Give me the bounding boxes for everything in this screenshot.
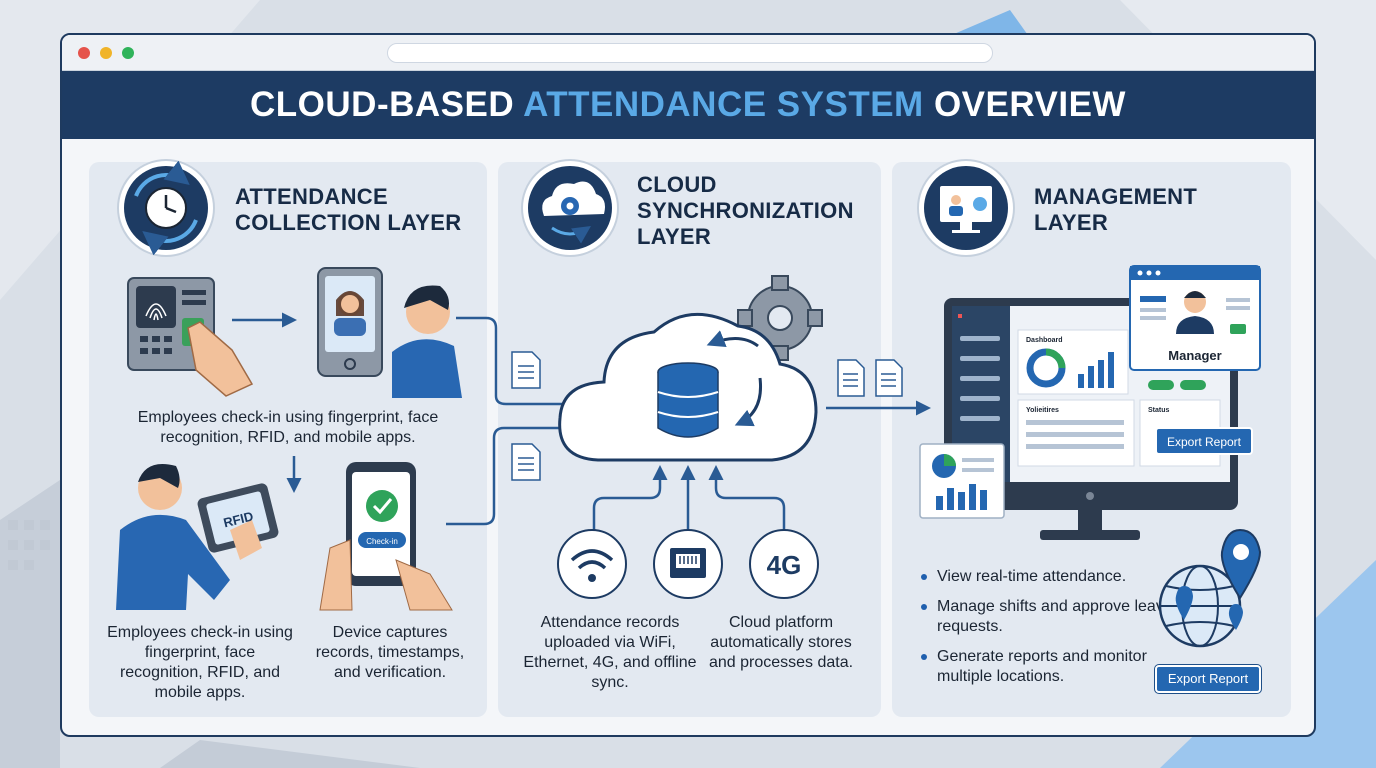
collection-title-line-2: COLLECTION LAYER: [235, 210, 462, 235]
bullet-item-3: Generate reports and monitor multiple lo…: [919, 647, 1179, 687]
collection-caption-right: Device captures records, timestamps, and…: [315, 624, 465, 681]
collection-title-line-1: ATTENDANCE: [235, 184, 388, 209]
management-layer-panel: MANAGEMENT LAYER View real-time attendan…: [892, 162, 1291, 717]
sync-title-line-1: CLOUD: [637, 172, 717, 197]
collection-layer-title: ATTENDANCE COLLECTION LAYER: [235, 184, 461, 236]
minimize-window-button[interactable]: [100, 47, 112, 59]
sync-title-line-3: LAYER: [637, 224, 712, 249]
close-window-button[interactable]: [78, 47, 90, 59]
collection-layer-panel: ATTENDANCE COLLECTION LAYER Employees ch…: [89, 162, 487, 717]
sync-layer-title: CLOUD SYNCHRONIZATION LAYER: [637, 172, 854, 250]
export-report-button-bottom[interactable]: Export Report: [1155, 665, 1261, 693]
collection-caption-left: Employees check-in using fingerprint, fa…: [107, 624, 293, 701]
sync-caption-right: Cloud platform automatically stores and …: [708, 614, 854, 671]
page-title: CLOUD-BASED ATTENDANCE SYSTEM OVERVIEW: [62, 71, 1314, 139]
maximize-window-button[interactable]: [122, 47, 134, 59]
management-title-line-1: MANAGEMENT: [1034, 184, 1198, 209]
title-part-2: ATTENDANCE SYSTEM: [523, 85, 924, 124]
sync-title-line-2: SYNCHRONIZATION: [637, 198, 854, 223]
browser-window: CLOUD-BASED ATTENDANCE SYSTEM OVERVIEW A…: [60, 33, 1316, 737]
bullet-item-2: Manage shifts and approve leave requests…: [919, 597, 1179, 637]
collection-caption-top: Employees check-in using fingerprint, fa…: [137, 409, 439, 446]
management-bullet-list: View real-time attendance. Manage shifts…: [919, 567, 1179, 697]
address-bar[interactable]: [387, 43, 993, 63]
management-layer-title: MANAGEMENT LAYER: [1034, 184, 1197, 236]
sync-caption-left: Attendance records uploaded via WiFi, Et…: [523, 614, 697, 691]
management-title-line-2: LAYER: [1034, 210, 1109, 235]
window-chrome: [62, 35, 1314, 71]
bullet-item-1: View real-time attendance.: [919, 567, 1179, 587]
sync-layer-panel: CLOUD SYNCHRONIZATION LAYER Attendance r…: [498, 162, 881, 717]
title-part-1: CLOUD-BASED: [250, 85, 524, 124]
title-part-3: OVERVIEW: [923, 85, 1126, 124]
